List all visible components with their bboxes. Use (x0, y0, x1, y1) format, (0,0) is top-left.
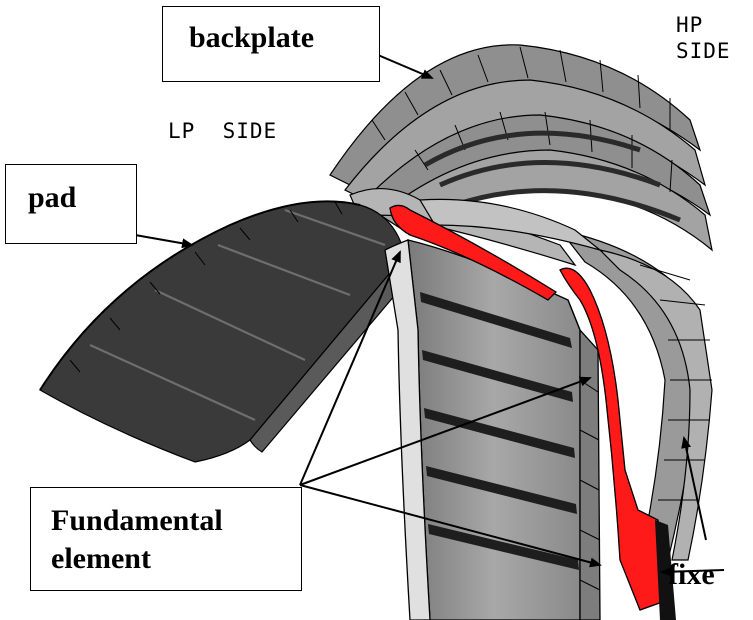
arrow-backplate (377, 54, 434, 79)
fundamental-label-line1: Fundamental (51, 504, 223, 537)
arrow-pad (134, 234, 194, 249)
backplate-fan (329, 44, 713, 252)
arrow-fundamental-b (299, 376, 592, 486)
band-slots (420, 292, 579, 570)
pad-surface (39, 200, 413, 463)
lp-side-label: LP SIDE (168, 119, 278, 143)
fundamental-element-label-box: Fundamental element (30, 487, 302, 591)
fundamental-label-line2: element (51, 542, 151, 575)
hp-stack-ticks (639, 264, 712, 501)
arrow-fundamental-a (299, 250, 401, 486)
fixed-label: fixe (668, 558, 715, 591)
pointer-arrows (134, 54, 725, 577)
backplate-label-box: backplate (162, 6, 380, 82)
hp-side-line1: HP (676, 13, 704, 37)
hp-side-label: HP SIDE (676, 12, 731, 65)
arrow-fundamental-c (299, 484, 602, 568)
arrow-fixed-up (681, 436, 707, 541)
pad-joints (89, 208, 386, 422)
pad-label: pad (28, 181, 77, 214)
hp-side-line2: SIDE (676, 39, 731, 64)
backplate-label: backplate (189, 21, 315, 54)
pad-label-box: pad (5, 164, 137, 244)
front-band (384, 239, 601, 620)
pad-rim-ticks (69, 201, 343, 373)
arrow-fixed-left (660, 566, 725, 577)
